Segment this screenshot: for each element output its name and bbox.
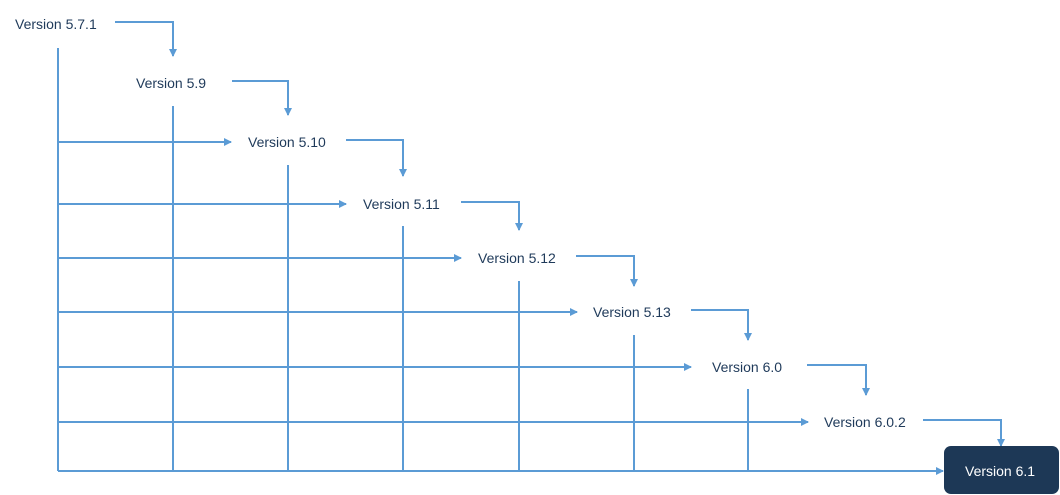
version-label-background	[244, 131, 340, 151]
version-label-5: Version 5.12	[478, 250, 556, 266]
version-label-background	[11, 13, 107, 33]
step-arrow-1	[115, 21, 177, 57]
version-label-2: Version 5.9	[136, 75, 206, 91]
step-arrow-6	[691, 309, 752, 341]
version-label-6: Version 5.13	[593, 304, 671, 320]
step-arrow-4	[461, 201, 523, 231]
step-arrow-8	[923, 419, 1005, 447]
step-arrow-2	[232, 80, 292, 116]
version-label-8: Version 6.0.2	[824, 414, 906, 430]
step-arrow-3	[346, 139, 407, 177]
step-arrow-7	[807, 364, 870, 396]
version-label-background	[359, 193, 455, 213]
final-version-box	[944, 446, 1059, 494]
version-label-background	[708, 356, 804, 376]
version-label-background	[820, 411, 916, 431]
version-label-background	[132, 72, 228, 92]
connector-lines	[57, 21, 1005, 475]
version-label-4: Version 5.11	[363, 196, 440, 212]
version-label-7: Version 6.0	[712, 359, 782, 375]
version-label-3: Version 5.10	[248, 134, 326, 150]
final-version-label: Version 6.1	[965, 463, 1035, 479]
version-label-background	[474, 247, 570, 267]
step-arrow-5	[576, 255, 638, 287]
version-label-background	[589, 301, 685, 321]
version-label-1: Version 5.7.1	[15, 16, 97, 32]
